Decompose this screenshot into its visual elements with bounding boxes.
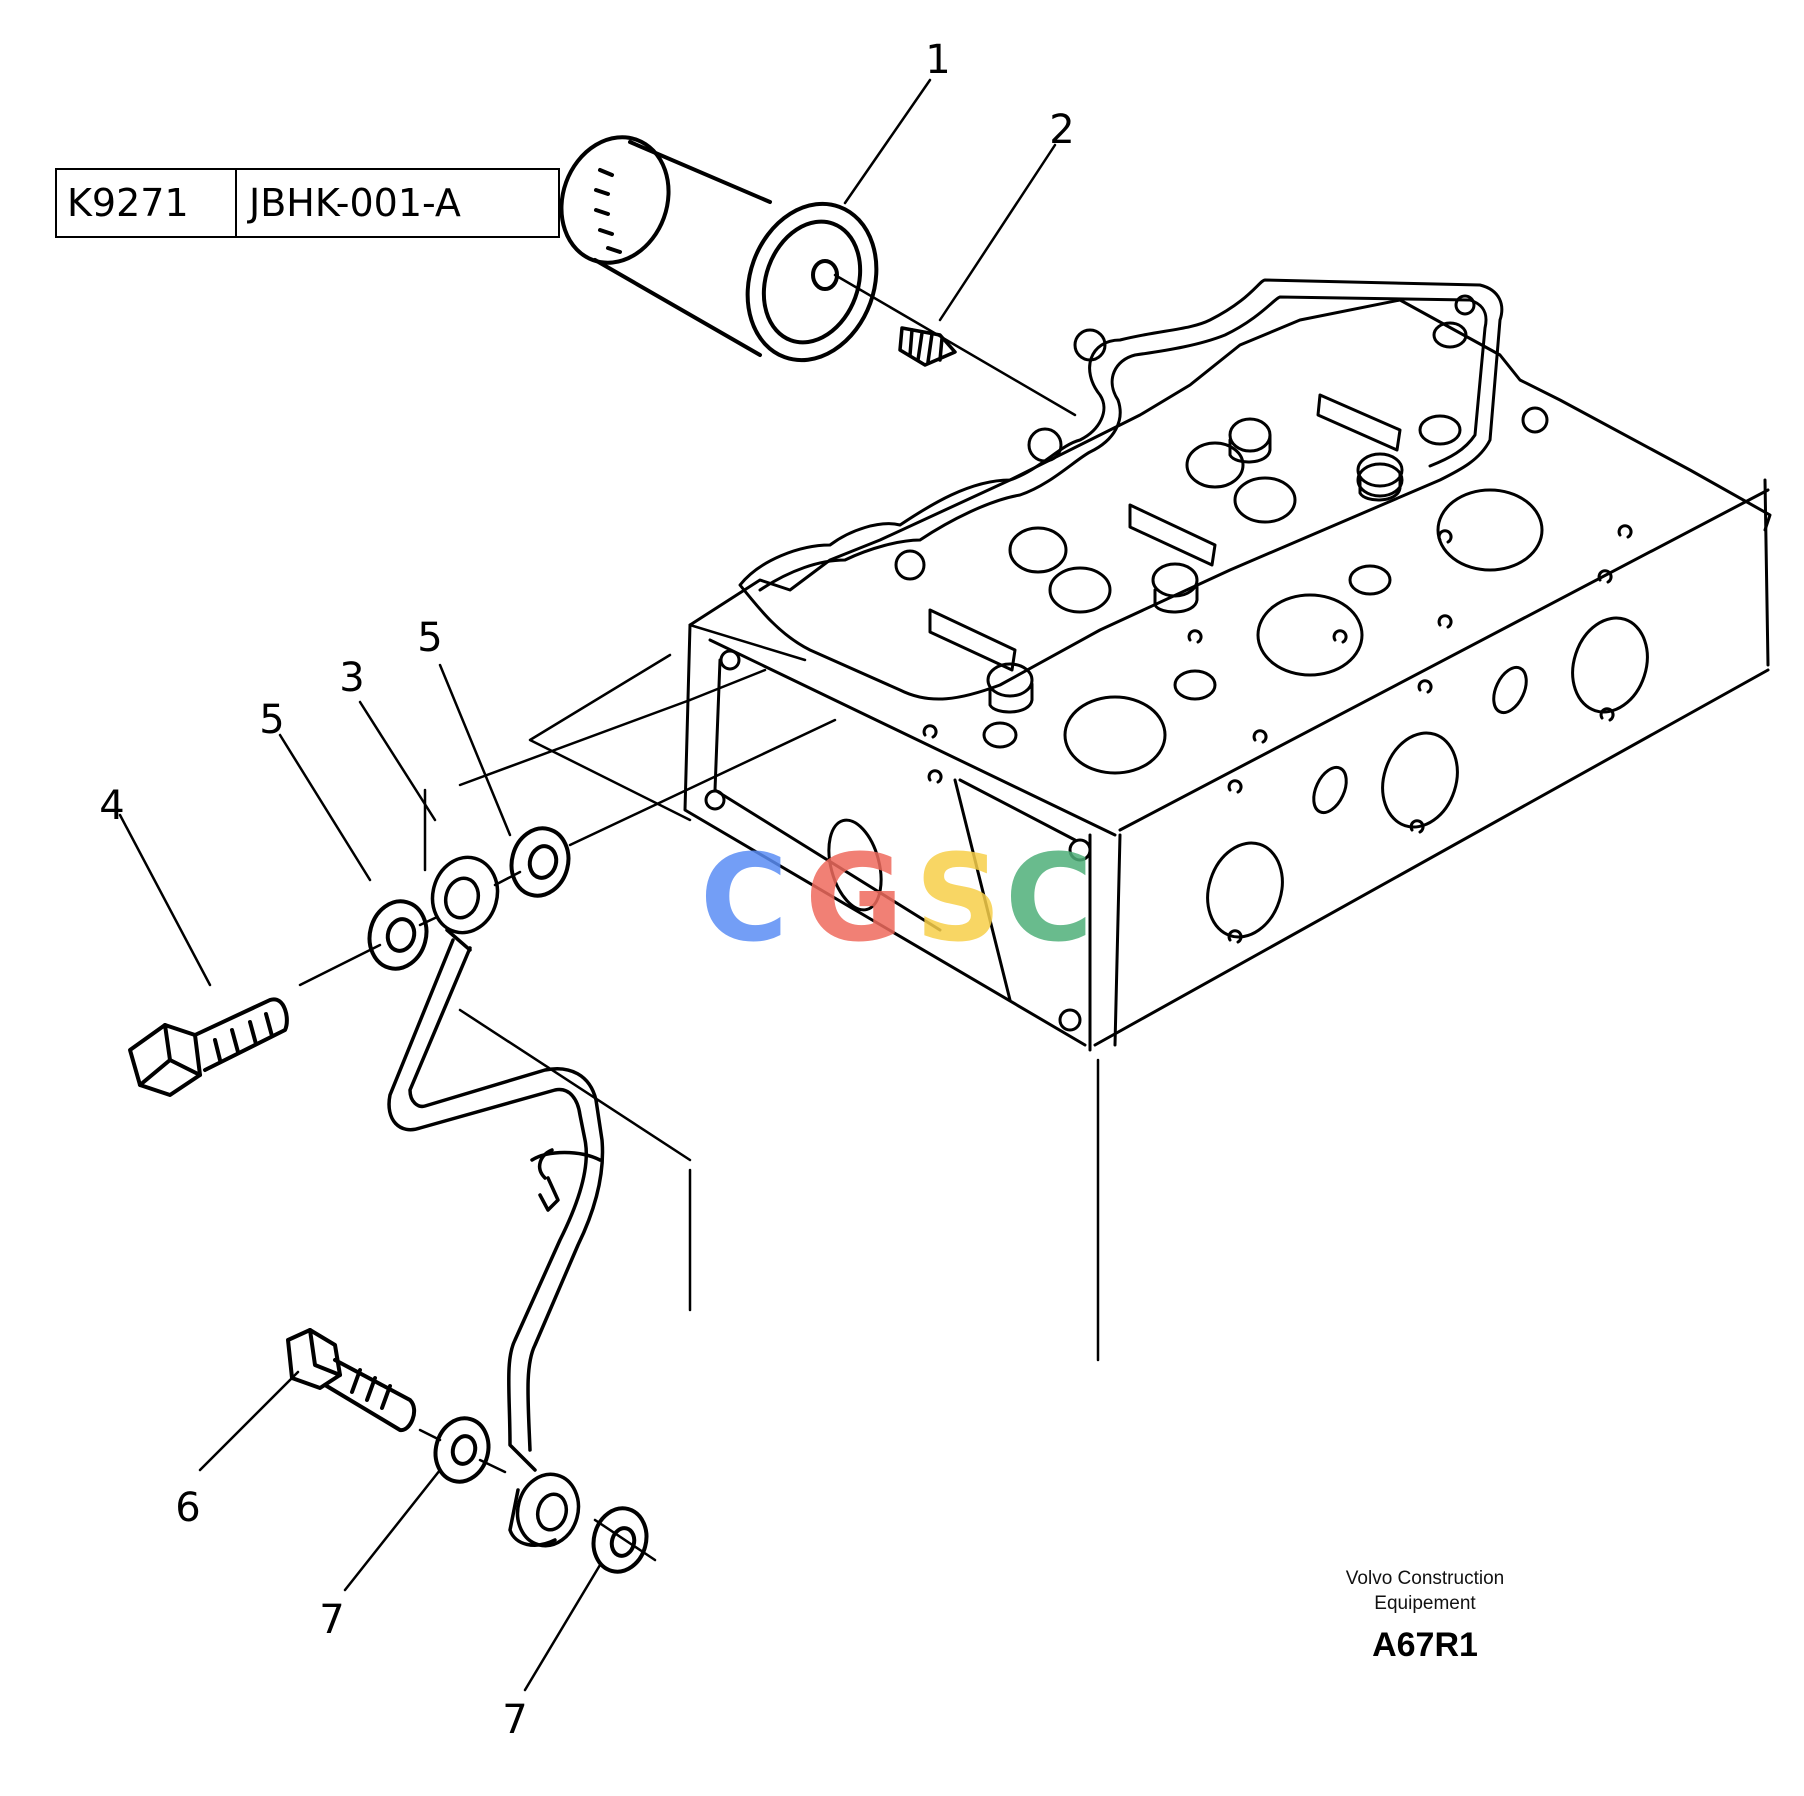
front-face-ports (827, 524, 1649, 944)
washer-upper-left (367, 899, 429, 971)
banjo-axis-lower (418, 1428, 657, 1562)
callout-2: 2 (1049, 107, 1075, 153)
watermark-letter-c2: C (1005, 840, 1093, 960)
rocker-studs (928, 393, 1462, 714)
washer-upper-right (509, 826, 571, 898)
callout-3: 3 (339, 655, 365, 701)
top-bores (982, 321, 1544, 775)
banjo-bolt-lower (286, 1328, 417, 1432)
filter-axis-line (833, 273, 1077, 417)
filter-nipple (898, 326, 957, 367)
washer-lower-right (591, 1506, 649, 1574)
oil-filter (559, 135, 879, 363)
oil-pipe (387, 855, 605, 1548)
callout-5-left: 5 (259, 697, 285, 743)
watermark-letter-s: S (915, 840, 1001, 960)
model-code: K9271 (57, 170, 237, 236)
watermark-letter-g: G (805, 840, 904, 960)
callout-7-right: 7 (502, 1697, 528, 1743)
callout-6: 6 (175, 1485, 201, 1531)
publisher-label: Volvo Construction Equipement (1300, 1566, 1550, 1616)
reference-table: K9271 JBHK-001-A (55, 168, 560, 238)
callout-5-right: 5 (417, 615, 443, 661)
banjo-bolt-upper (128, 997, 289, 1097)
cgsc-watermark: C G S C (700, 840, 1093, 960)
banjo-axis-upper (298, 718, 837, 987)
callout-7-left: 7 (319, 1597, 345, 1643)
watermark-letter-c1: C (700, 840, 788, 960)
drawing-code: A67R1 (1372, 1626, 1478, 1664)
callout-4: 4 (99, 783, 125, 829)
washer-lower-left (433, 1416, 491, 1484)
leader-lines (118, 78, 1057, 1692)
part-group-code: JBHK-001-A (249, 181, 461, 225)
engine-block-lines (423, 623, 1100, 1362)
callout-1: 1 (925, 37, 951, 83)
gasket-outline (738, 278, 1549, 701)
publisher-line-2: Equipement (1374, 1593, 1476, 1614)
cylinder-head (683, 298, 1772, 1052)
publisher-line-1: Volvo Construction (1345, 1568, 1505, 1589)
